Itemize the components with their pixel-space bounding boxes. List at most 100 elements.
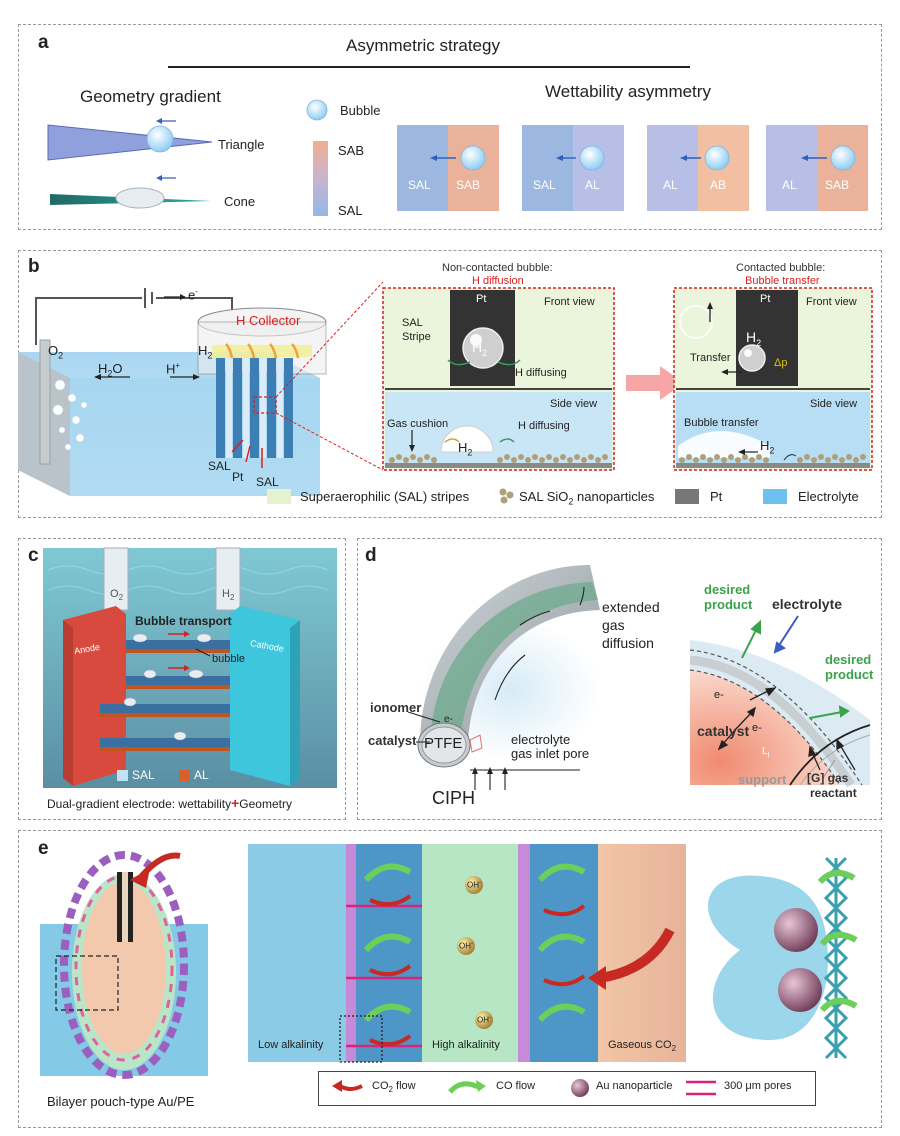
panel-d — [357, 538, 882, 820]
d-ciph: CIPH — [432, 788, 476, 808]
c-caption-plus: + — [231, 795, 240, 811]
c-caption: Dual-gradient electrode: wettability+Geo… — [47, 795, 292, 811]
e-legend-pores: 300 μm pores — [724, 1080, 792, 1092]
d-ptfe: PTFE — [424, 735, 463, 752]
title-underline — [168, 66, 690, 68]
c-side-view: Side view — [810, 398, 858, 410]
legend-pt: Pt — [710, 489, 723, 504]
dual-gradient-electrode — [43, 547, 337, 788]
nc-h2-bubble: H2 — [472, 339, 488, 358]
legend-sal-stripes: Superaerophilic (SAL) stripes — [300, 489, 470, 504]
d-ionomer: ionomer — [370, 700, 422, 715]
b-h2: H2 — [198, 343, 213, 361]
e-low-alkalinity: Low alkalinity — [258, 1039, 324, 1051]
c-pt: Pt — [760, 293, 771, 305]
legend-electrolyte: Electrolyte — [798, 489, 859, 504]
c-caption-b: Geometry — [239, 797, 292, 811]
contact-title: Contacted bubble: — [736, 262, 826, 274]
triangle-shape — [47, 124, 213, 161]
legend-sab-label: SAB — [338, 143, 365, 158]
legend-sio2-icon — [499, 488, 514, 504]
d-support: support — [738, 772, 787, 787]
noncontact-box — [382, 287, 684, 471]
b-electron: e- — [188, 287, 198, 303]
contact-sub: Bubble transfer — [745, 275, 820, 287]
panel-a-title: Asymmetric strategy — [346, 36, 500, 55]
b-o2: O2 — [48, 343, 64, 361]
e-legend-au: Au nanoparticle — [596, 1080, 673, 1092]
c-bubble: bubble — [212, 653, 246, 665]
geometry-gradient-drawing — [47, 99, 328, 216]
noncontact-title: Non-contacted bubble: — [442, 262, 553, 274]
nc-sal-stripe-1: SAL — [402, 317, 423, 329]
d-catalyst-right: catalyst — [697, 723, 750, 739]
pair-1-left: SAL — [408, 178, 431, 192]
d-reactant: reactant — [810, 786, 857, 800]
nc-h2-side: H2 — [458, 440, 473, 458]
triangle-label: Triangle — [218, 137, 265, 152]
b-pt: Pt — [232, 470, 244, 484]
c-caption-a: Dual-gradient electrode: wettability — [47, 797, 232, 811]
b-h2o: H2O — [98, 361, 123, 379]
cone-bubble — [115, 187, 165, 209]
b-sal-1: SAL — [208, 459, 231, 473]
c-h2: H2 — [746, 329, 762, 348]
cone-label: Cone — [224, 194, 256, 209]
nc-h2-diffusing: H diffusing — [515, 367, 567, 379]
ciph-diagram — [407, 565, 871, 790]
legend-sio2: SAL SiO2 nanoparticles — [519, 489, 655, 507]
panel-a — [18, 24, 882, 230]
triangle-bubble — [146, 125, 174, 153]
panel-a-label: a — [38, 32, 49, 53]
d-e-minus-1: e- — [714, 689, 724, 701]
panel-e-label: e — [38, 838, 49, 859]
panel-e — [18, 830, 882, 1128]
c-delta-p: Δp — [774, 357, 788, 369]
d-g-gas: [G] gas — [807, 771, 849, 785]
c-legend-al: AL — [194, 768, 209, 782]
d-gas-inlet: gas inlet pore — [511, 746, 590, 761]
e-high-alkalinity: High alkalinity — [432, 1039, 500, 1051]
e-legend-co2: CO2 flow — [372, 1080, 416, 1095]
panel-b-label: b — [28, 256, 40, 277]
pair-3-right: AB — [710, 178, 727, 192]
d-electrolyte-left: electrolyte — [511, 732, 571, 747]
c-bubble-transport: Bubble transport — [135, 614, 232, 628]
pair-2-left: SAL — [533, 178, 556, 192]
c-transfer: Transfer — [690, 352, 731, 364]
e-legend-co: CO flow — [496, 1080, 536, 1092]
b-sal-2: SAL — [256, 475, 279, 489]
wettability-asymmetry-title: Wettability asymmetry — [545, 82, 711, 101]
panel-c-label: c — [28, 545, 39, 566]
legend-pt-swatch — [675, 489, 699, 504]
c-h2-side: H2 — [760, 438, 775, 456]
contact-box — [673, 287, 873, 471]
pair-1-right: SAB — [456, 178, 481, 192]
panel-c — [18, 538, 346, 820]
c-o2: O2 — [110, 588, 124, 603]
nc-pt: Pt — [476, 293, 487, 305]
pair-4-right: SAB — [825, 178, 850, 192]
legend-electrolyte-swatch — [763, 489, 787, 504]
d-e-minus-2: e- — [752, 722, 762, 734]
noncontact-sub: H diffusion — [472, 275, 524, 287]
legend-sal-label: SAL — [338, 203, 363, 218]
sab-sal-scale — [313, 141, 328, 216]
legend-sal-stripes-swatch — [267, 489, 291, 504]
c-legend-sal: SAL — [132, 768, 155, 782]
e-legend-box — [318, 1071, 816, 1106]
b-hplus: H+ — [166, 361, 181, 377]
c-h2-tube: H2 — [222, 588, 235, 603]
d-electrolyte-right: electrolyte — [772, 596, 843, 612]
d-catalyst: catalyst — [368, 733, 417, 748]
c-bubble-transfer: Bubble transfer — [684, 417, 759, 429]
pair-3-left: AL — [663, 178, 678, 192]
c-front-view: Front view — [806, 296, 857, 308]
geometry-gradient-title: Geometry gradient — [80, 87, 221, 106]
